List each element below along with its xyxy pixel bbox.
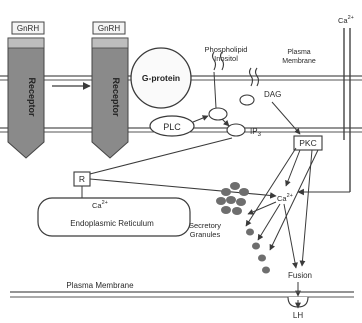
ip3: IP3 — [227, 124, 262, 138]
plasma-membrane-bottom-label: Plasma Membrane — [66, 281, 134, 290]
ca-to-granule-2-arrow — [258, 204, 280, 240]
dag-label: DAG — [264, 90, 281, 99]
phospholipid-label: Phospholipid — [205, 45, 248, 54]
dag-to-pkc-arrow — [272, 102, 300, 134]
r-box-label: R — [79, 174, 85, 184]
plasma-membrane-top-label-2: Membrane — [282, 58, 316, 65]
plc: PLC — [150, 116, 194, 136]
secretory-label-2: Granules — [190, 230, 221, 239]
receptor-left: GnRH Receptor — [8, 22, 44, 158]
bottom-plasma-membrane — [10, 292, 354, 297]
lh-label: LH — [293, 311, 303, 320]
ca-to-granules-arrow — [248, 202, 276, 214]
moving-granules — [246, 229, 270, 274]
g-protein: G-protein — [131, 48, 191, 108]
g-protein-label: G-protein — [142, 73, 180, 83]
secretory-granules — [216, 182, 249, 215]
gnrh-left-label: GnRH — [17, 24, 39, 33]
plc-label: PLC — [163, 122, 181, 132]
gnrh-right-label: GnRH — [98, 24, 120, 33]
phospholipid-to-ip3-arrow — [222, 119, 229, 126]
pkc-to-fusion-arrow-1 — [302, 150, 312, 266]
ca-top-right-label: Ca2+ — [338, 15, 354, 25]
ca-center-label: Ca2+ — [277, 193, 293, 203]
plasma-membrane-top-label-1: Plasma — [287, 49, 310, 56]
er-label: Endoplasmic Reticulum — [70, 219, 154, 228]
plc-to-phospholipid-arrow — [193, 116, 208, 122]
pkc: PKC — [294, 136, 322, 150]
receptor-left-label: Receptor — [27, 77, 37, 117]
pkc-to-granules-arrow — [246, 148, 296, 226]
receptor-right-label: Receptor — [111, 77, 121, 117]
receptor-right: GnRH Receptor — [92, 22, 128, 158]
inositol-label: Inositol — [214, 54, 238, 63]
pkc-to-ca-arrow — [286, 150, 300, 186]
ca-to-fusion-arrow — [284, 204, 296, 268]
secretory-label-1: Secretory — [189, 221, 221, 230]
calcium-channel — [344, 28, 350, 192]
pkc-label: PKC — [299, 138, 316, 148]
fusion-label: Fusion — [288, 271, 312, 280]
